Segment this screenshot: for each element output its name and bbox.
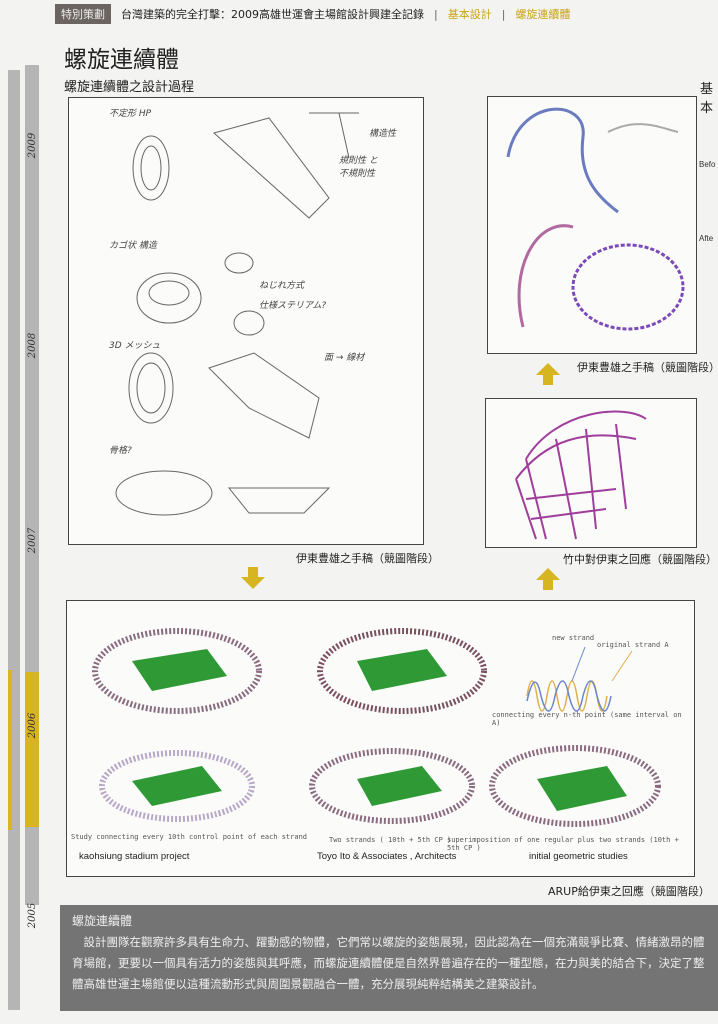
year-2007: 2007 — [27, 527, 39, 554]
study3-note: superimposition of one regular plus two … — [447, 836, 679, 852]
timeline-2006-highlight-outer — [8, 670, 12, 830]
label-kaohsiung: kaohsiung stadium project — [79, 851, 190, 862]
original-strand-label: original strand A — [597, 641, 669, 649]
label-toyo-ito: Toyo Ito & Associates , Architects — [317, 851, 457, 862]
panel-body: 設計團隊在觀察許多具有生命力、躍動感的物體，它們常以螺旋的姿態展現，因此認為在一… — [72, 935, 705, 991]
timeline-strip-outer — [8, 70, 20, 1010]
arrow-up-stem — [543, 580, 553, 590]
arrow-up-stem — [543, 375, 553, 385]
feature-tag: 特別策劃 — [55, 4, 111, 24]
next-page-edge-after: Afte — [699, 234, 714, 244]
study1-note: Study connecting every 10th control poin… — [71, 833, 308, 841]
sketch-note: 仕様ステリアム? — [259, 301, 327, 311]
connecting-note: connecting every n-th point (same interv… — [492, 711, 682, 727]
sketch-note: カゴ状 構造 — [109, 241, 157, 251]
next-page-edge-before: Befo — [699, 160, 716, 170]
panel-title: 螺旋連續體 — [72, 914, 133, 928]
ito-sketch-figure: 不定形 HP 構造性 規則性 と 不規則性 カゴ状 構造 ねじれ方式 仕様ステリ… — [68, 97, 424, 545]
takenaka-figure — [485, 398, 697, 548]
arrow-down-stem — [248, 567, 258, 577]
new-strand-label: new strand — [552, 634, 595, 642]
section-label: 基本設計 — [447, 8, 492, 21]
year-2006: 2006 — [27, 712, 39, 739]
running-header: 特別策劃 台灣建築的完全打擊：2009高雄世運會主場館設計興建全記錄 | 基本設… — [55, 4, 570, 24]
ito-sketch2-caption: 伊東豊雄之手稿（競圖階段） — [577, 361, 718, 374]
spiral-sketch — [506, 107, 685, 331]
year-2008: 2008 — [27, 332, 39, 359]
sketch-drawings — [115, 112, 359, 516]
year-2009: 2009 — [27, 132, 39, 159]
subsection-label: 螺旋連續體 — [515, 8, 571, 21]
arrow-up-icon — [536, 568, 560, 580]
ito-sketch2-figure — [487, 96, 697, 354]
series-title: 台灣建築的完全打擊：2009高雄世運會主場館設計興建全記錄 — [121, 8, 424, 21]
summary-panel: 螺旋連續體 設計團隊在觀察許多具有生命力、躍動感的物體，它們常以螺旋的姿態展現，… — [60, 905, 718, 1011]
sketch-note: 3D メッシュ — [109, 341, 161, 351]
sketch-note: 規則性 と 不規則性 — [339, 156, 378, 179]
arrow-down-icon — [241, 577, 265, 589]
takenaka-caption: 竹中對伊東之回應（競圖階段） — [563, 553, 717, 566]
arrow-up-icon — [536, 363, 560, 375]
sketch-note: 構造性 — [369, 129, 397, 139]
next-page-edge-title: 基本 — [700, 82, 714, 116]
takenaka-structure — [515, 410, 647, 540]
ito-sketch-caption: 伊東豊雄之手稿（競圖階段） — [296, 552, 439, 565]
label-geometric-studies: initial geometric studies — [529, 851, 628, 862]
arup-caption: ARUP給伊東之回應（競圖階段） — [548, 885, 710, 898]
study2-note: Two strands ( 10th + 5th CP ) — [329, 836, 452, 844]
year-2005: 2005 — [27, 902, 39, 929]
sketch-note: 面 → 線材 — [324, 353, 365, 363]
timeline-2006-highlight — [25, 672, 39, 827]
page-title: 螺旋連續體 — [64, 47, 179, 73]
stadium-studies — [92, 628, 661, 827]
sketch-note: 骨格? — [109, 446, 132, 456]
sketch-note: ねじれ方式 — [259, 281, 305, 291]
page-subtitle: 螺旋連續體之設計過程 — [64, 80, 195, 95]
sketch-note: 不定形 HP — [109, 109, 152, 119]
arup-figure: new strand original strand A connecting … — [66, 600, 695, 877]
